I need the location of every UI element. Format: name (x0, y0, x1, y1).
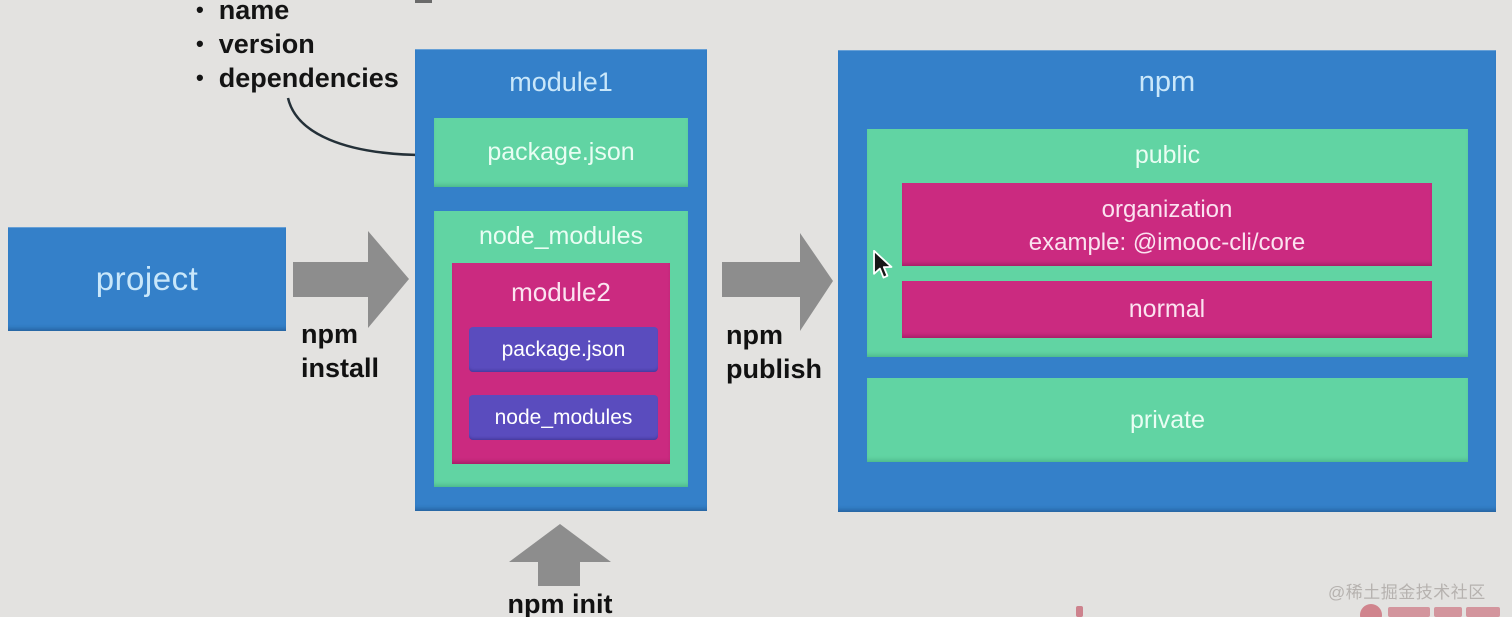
list-item: • dependencies (196, 61, 399, 95)
project-box: project (8, 227, 286, 331)
bullet-dot-icon: • (196, 65, 204, 90)
mouse-cursor-icon (873, 250, 893, 279)
npm-registry-title: npm (1138, 65, 1196, 98)
npm-init-arrow-icon (509, 524, 611, 586)
module1-package-json-label: package.json (487, 138, 635, 166)
list-item: • name (196, 0, 399, 27)
module2-box: module2 package.json node_modules (452, 263, 670, 464)
logo-fragment-icon (1466, 607, 1500, 617)
module2-node-modules-box: node_modules (469, 395, 658, 440)
module1-package-json-box: package.json (434, 118, 688, 187)
npm-install-label-line2: install (301, 353, 380, 383)
organization-box: organization example: @imooc-cli/core (902, 183, 1432, 266)
module1-title: module1 (509, 66, 613, 97)
private-label: private (1129, 405, 1206, 434)
organization-label: organization (1101, 196, 1233, 223)
npm-install-arrow-icon (293, 231, 409, 328)
npm-publish-label-line2: publish (726, 354, 822, 384)
npm-install-label-line1: npm (301, 319, 358, 349)
cropped-text-fragment (415, 0, 432, 3)
bullet-item-version: version (218, 28, 315, 59)
watermark: @稀土掘金技术社区 (1328, 583, 1486, 602)
private-box: private (867, 378, 1468, 462)
module2-package-json-box: package.json (469, 327, 658, 372)
module2-title: module2 (511, 276, 611, 307)
logo-fragment-icon (1076, 606, 1083, 617)
module2-package-json-label: package.json (501, 337, 626, 361)
npm-registry-box: npm public organization example: @imooc-… (838, 50, 1496, 512)
npm-init-label: npm init (507, 589, 613, 617)
module1-box: module1 package.json node_modules module… (415, 49, 707, 511)
npm-install-label: npm install (301, 317, 379, 385)
logo-fragment-icon (1388, 607, 1430, 617)
normal-label: normal (1128, 295, 1206, 323)
project-label: project (95, 260, 199, 297)
bullet-item-name: name (218, 0, 290, 25)
bullet-dot-icon: • (196, 31, 204, 56)
dependencies-to-packagejson-connector (286, 97, 434, 157)
logo-fragment-icon (1434, 607, 1462, 617)
logo-fragment-icon (1360, 604, 1382, 617)
npm-publish-label-line1: npm (726, 320, 783, 350)
module1-node-modules-title: node_modules (478, 221, 643, 250)
organization-example-label: example: @imooc-cli/core (1028, 229, 1306, 256)
list-item: • version (196, 27, 399, 61)
bullet-item-dependencies: dependencies (218, 62, 399, 93)
public-box: public organization example: @imooc-cli/… (867, 129, 1468, 357)
package-json-fields-list: • name • version • dependencies (196, 0, 399, 95)
bullet-dot-icon: • (196, 0, 204, 22)
npm-publish-label: npm publish (726, 318, 822, 386)
normal-box: normal (902, 281, 1432, 338)
module2-node-modules-label: node_modules (494, 405, 633, 429)
module1-node-modules-box: node_modules module2 package.json node_m… (434, 211, 688, 487)
npm-publish-arrow-icon (722, 233, 833, 331)
public-title: public (1134, 140, 1201, 169)
